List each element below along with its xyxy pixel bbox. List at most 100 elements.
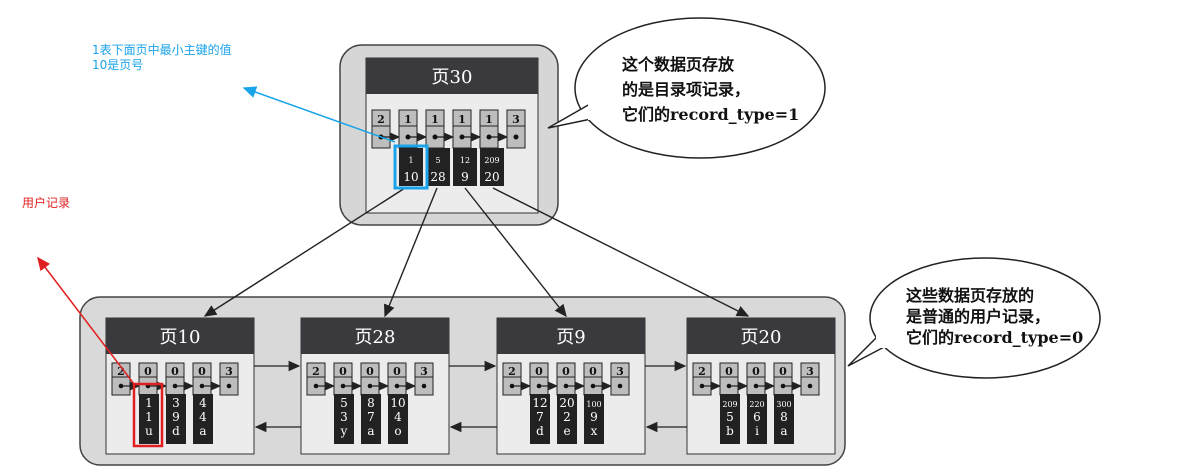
- blue-annotation-line1: 1表下面页中最小主键的值: [92, 43, 232, 57]
- leaf-header-cell: 0: [192, 362, 222, 396]
- leaf-record-value: 3: [172, 396, 180, 410]
- leaf-header-value: 2: [312, 365, 320, 378]
- bubble-top-line: 这个数据页存放: [622, 55, 735, 74]
- leaf-header-value: 2: [508, 365, 516, 378]
- root-record: 129: [453, 148, 477, 186]
- leaf-page-title: 页20: [741, 327, 782, 348]
- leaf-record-value: 4: [199, 410, 207, 424]
- leaf-header-value: 0: [589, 365, 597, 378]
- root-header-value: 1: [458, 113, 466, 126]
- leaf-header-cell: 0: [333, 362, 363, 396]
- leaf-record-value: a: [367, 424, 374, 438]
- leaf-header-value: 0: [393, 365, 401, 378]
- edge-root-to-page20: [492, 187, 750, 317]
- root-header-cell: 1: [479, 109, 509, 149]
- leaf-record-value: e: [563, 424, 570, 438]
- blue-annotation: 1表下面页中最小主键的值 10是页号: [92, 43, 232, 73]
- red-annotation: 用户记录: [22, 196, 71, 210]
- bubble-top-line: 的是目录项记录，: [622, 80, 750, 99]
- root-page-title: 页30: [432, 67, 473, 88]
- leaf-header-value: 3: [616, 365, 624, 378]
- leaf-record-value: 300: [776, 400, 791, 409]
- leaf-header-cell: 3: [219, 362, 239, 396]
- root-record-key: 1: [408, 156, 413, 165]
- leaf-record-value: u: [145, 424, 153, 438]
- leaf-header-value: 2: [117, 365, 125, 378]
- root-header-value: 1: [404, 113, 412, 126]
- svg-text:这个数据页存放的是目录项记录，它们的record_type=: 这个数据页存放的是目录项记录， 它们的record_type=1: [622, 55, 799, 124]
- leaf-header-cell: 3: [610, 362, 630, 396]
- leaf-record-value: 100: [586, 400, 601, 409]
- leaf-page-title: 页10: [160, 327, 201, 348]
- root-header-cell: 3: [506, 109, 526, 149]
- leaf-header-value: 0: [339, 365, 347, 378]
- leaf-header-cell: 0: [556, 362, 586, 396]
- root-record: 1 10: [399, 148, 423, 186]
- highlight-box-red: [132, 382, 164, 448]
- edge-root-to-page10: [203, 187, 406, 317]
- leaf-record-value: d: [172, 424, 180, 438]
- bubble-bottom-line: 这些数据页存放的: [906, 286, 1034, 305]
- leaf-header-value: 2: [698, 365, 706, 378]
- leaf-header-cell: 2: [111, 362, 141, 396]
- leaf-record-value: 1: [145, 396, 153, 410]
- leaf-record-value: i: [755, 424, 759, 438]
- leaf-record-value: b: [726, 424, 734, 438]
- leaf-record: 39d: [166, 394, 186, 444]
- bubble-bottom-line: 是普通的用户记录，: [905, 307, 1050, 326]
- root-header-cell: 1: [452, 109, 482, 149]
- leaf-record-value: 8: [780, 410, 788, 424]
- bubble-bottom-line: 它们的record_type=0: [906, 328, 1083, 347]
- leaf-record-value: 9: [590, 410, 598, 424]
- leaf-record-value: 220: [749, 400, 764, 409]
- leaf-header-cell: 2: [306, 362, 336, 396]
- leaf-record-value: 8: [367, 396, 375, 410]
- leaf-record-value: o: [394, 424, 401, 438]
- leaf-record-value: d: [536, 424, 544, 438]
- leaf-record: 53y: [334, 394, 354, 444]
- root-header-value: 1: [431, 113, 439, 126]
- leaf-record-value: 4: [199, 396, 207, 410]
- leaf-record-value: 6: [753, 410, 761, 424]
- root-record-page: 20: [484, 170, 499, 184]
- annotation-arrow-red: [37, 256, 135, 385]
- leaf-header-value: 0: [725, 365, 733, 378]
- leaf-record-value: 12: [532, 396, 547, 410]
- leaf-record-value: a: [199, 424, 206, 438]
- leaf-record-value: 7: [536, 410, 544, 424]
- edge-root-to-page9: [464, 187, 567, 318]
- bubble-top-line: 它们的record_type=1: [622, 105, 799, 124]
- blue-annotation-line2: 10是页号: [92, 58, 144, 72]
- leaf-record-value: 5: [726, 410, 734, 424]
- leaf-header-cell: 2: [692, 362, 722, 396]
- leaf-header-value: 0: [198, 365, 206, 378]
- leaf-header-value: 3: [806, 365, 814, 378]
- leaf-header-value: 0: [752, 365, 760, 378]
- leaf-header-cell: 2: [502, 362, 532, 396]
- leaf-header-value: 3: [420, 365, 428, 378]
- edge-root-to-page28: [384, 187, 438, 318]
- leaf-record-value: 7: [367, 410, 375, 424]
- leaf-record-value: a: [780, 424, 787, 438]
- leaf-page-title: 页9: [556, 327, 585, 348]
- leaf-record-value: 10: [390, 396, 405, 410]
- leaf-header-value: 3: [225, 365, 233, 378]
- leaf-record-value: 209: [722, 400, 737, 409]
- leaf-header-cell: 0: [719, 362, 749, 396]
- leaf-record: 11u: [139, 394, 159, 444]
- root-record: 528: [426, 148, 450, 186]
- root-record-page: 10: [403, 170, 418, 184]
- leaf-record-value: 2: [563, 410, 571, 424]
- leaf-record-value: 4: [394, 410, 402, 424]
- leaf-header-cell: 3: [800, 362, 820, 396]
- highlight-box-blue: [393, 144, 429, 190]
- leaf-header-value: 0: [535, 365, 543, 378]
